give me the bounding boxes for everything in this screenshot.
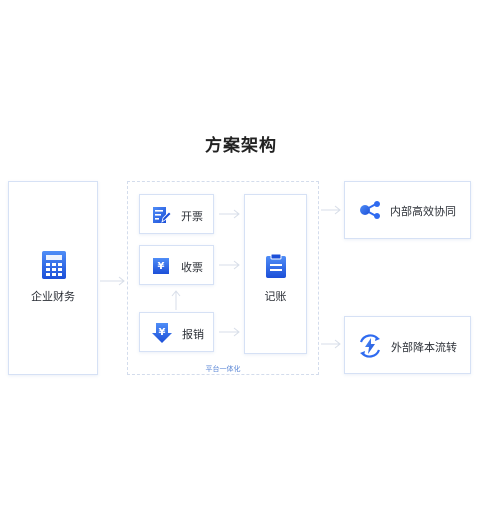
external-cost-reduction-label: 外部降本流转 (391, 341, 457, 354)
enterprise-finance-label: 企业财务 (31, 290, 75, 303)
clipboard-icon (266, 253, 286, 278)
bookkeeping-label: 记账 (264, 290, 287, 303)
step-receive-invoice[interactable]: ¥ 收票 (139, 245, 214, 285)
platform-label: 平台一体化 (205, 365, 241, 373)
step-reimburse-label: 报销 (182, 328, 204, 341)
invoice-edit-icon (153, 207, 171, 223)
step-issue-invoice[interactable]: 开票 (139, 194, 214, 234)
step-receive-invoice-label: 收票 (181, 261, 203, 274)
calculator-icon (42, 251, 66, 279)
external-cost-reduction-box[interactable]: 外部降本流转 (344, 316, 471, 374)
bookkeeping-box[interactable]: 记账 (244, 194, 307, 354)
share-nodes-icon (360, 201, 380, 219)
lightning-cycle-icon (359, 334, 381, 358)
yen-down-arrow-icon: ¥ (152, 323, 172, 343)
enterprise-finance-box[interactable]: 企业财务 (8, 181, 98, 375)
step-reimburse[interactable]: ¥ 报销 (139, 312, 214, 352)
page-title: 方案架构 (205, 136, 277, 156)
svg-text:¥: ¥ (159, 327, 166, 338)
internal-collaboration-box[interactable]: 内部高效协同 (344, 181, 471, 239)
internal-collaboration-label: 内部高效协同 (390, 205, 456, 218)
svg-text:¥: ¥ (158, 261, 165, 272)
step-issue-invoice-label: 开票 (181, 210, 203, 223)
platform-container (127, 181, 319, 375)
receipt-yen-icon: ¥ (151, 258, 171, 274)
